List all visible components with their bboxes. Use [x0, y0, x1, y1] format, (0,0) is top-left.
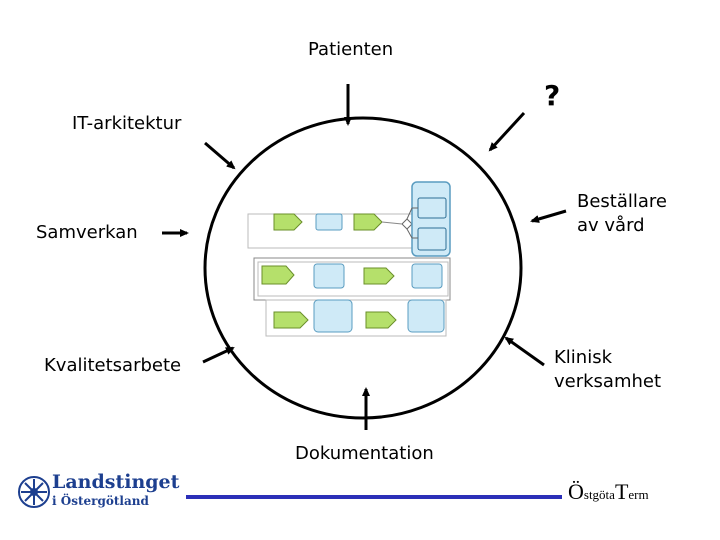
brand-part4: erm — [628, 487, 649, 502]
label-klinisk-line1: Klinisk — [554, 347, 613, 368]
process-gateway — [401, 218, 413, 230]
process-step-3 — [261, 265, 295, 285]
arrow-kvalitetsarbete — [202, 346, 235, 364]
process-box-4 — [313, 299, 353, 333]
label-dokumentation: Dokumentation — [295, 443, 434, 464]
label-bestallare-line1: Beställare — [577, 191, 667, 212]
process-box-5 — [407, 299, 445, 333]
label-klinisk-line2: verksamhet — [554, 371, 662, 392]
logo-text-line1: Landstinget — [52, 471, 180, 493]
process-step-6 — [365, 311, 397, 329]
process-box-1 — [315, 213, 343, 231]
label-kvalitetsarbete: Kvalitetsarbete — [44, 355, 182, 376]
process-box-3 — [411, 263, 443, 289]
arrow-klinisk — [504, 336, 545, 367]
logo-text-line2: i Östergötland — [52, 494, 149, 508]
central-circle — [203, 116, 523, 420]
label-samverkan: Samverkan — [36, 222, 138, 243]
label-patienten: Patienten — [308, 39, 394, 60]
label-question: ? — [544, 79, 561, 112]
process-step-1 — [273, 213, 303, 231]
landstinget-logo-icon — [18, 476, 50, 508]
process-diagram — [247, 181, 451, 337]
arrow-question — [488, 111, 526, 152]
process-step-4 — [363, 267, 395, 285]
brand-part1: Ö — [568, 479, 584, 504]
arrow-it-arkitektur — [204, 141, 236, 170]
brand-part2: stgöta — [583, 487, 615, 502]
process-step-2 — [353, 213, 383, 231]
ostgotaterm-brand: ÖstgötaTerm — [568, 479, 649, 505]
process-step-5 — [273, 311, 309, 329]
label-it-arkitektur: IT-arkitektur — [72, 113, 182, 134]
label-bestallare-line2: av vård — [577, 215, 645, 236]
process-box-2 — [313, 263, 345, 289]
arrow-bestallare — [530, 209, 567, 223]
brand-part3: T — [614, 479, 629, 504]
